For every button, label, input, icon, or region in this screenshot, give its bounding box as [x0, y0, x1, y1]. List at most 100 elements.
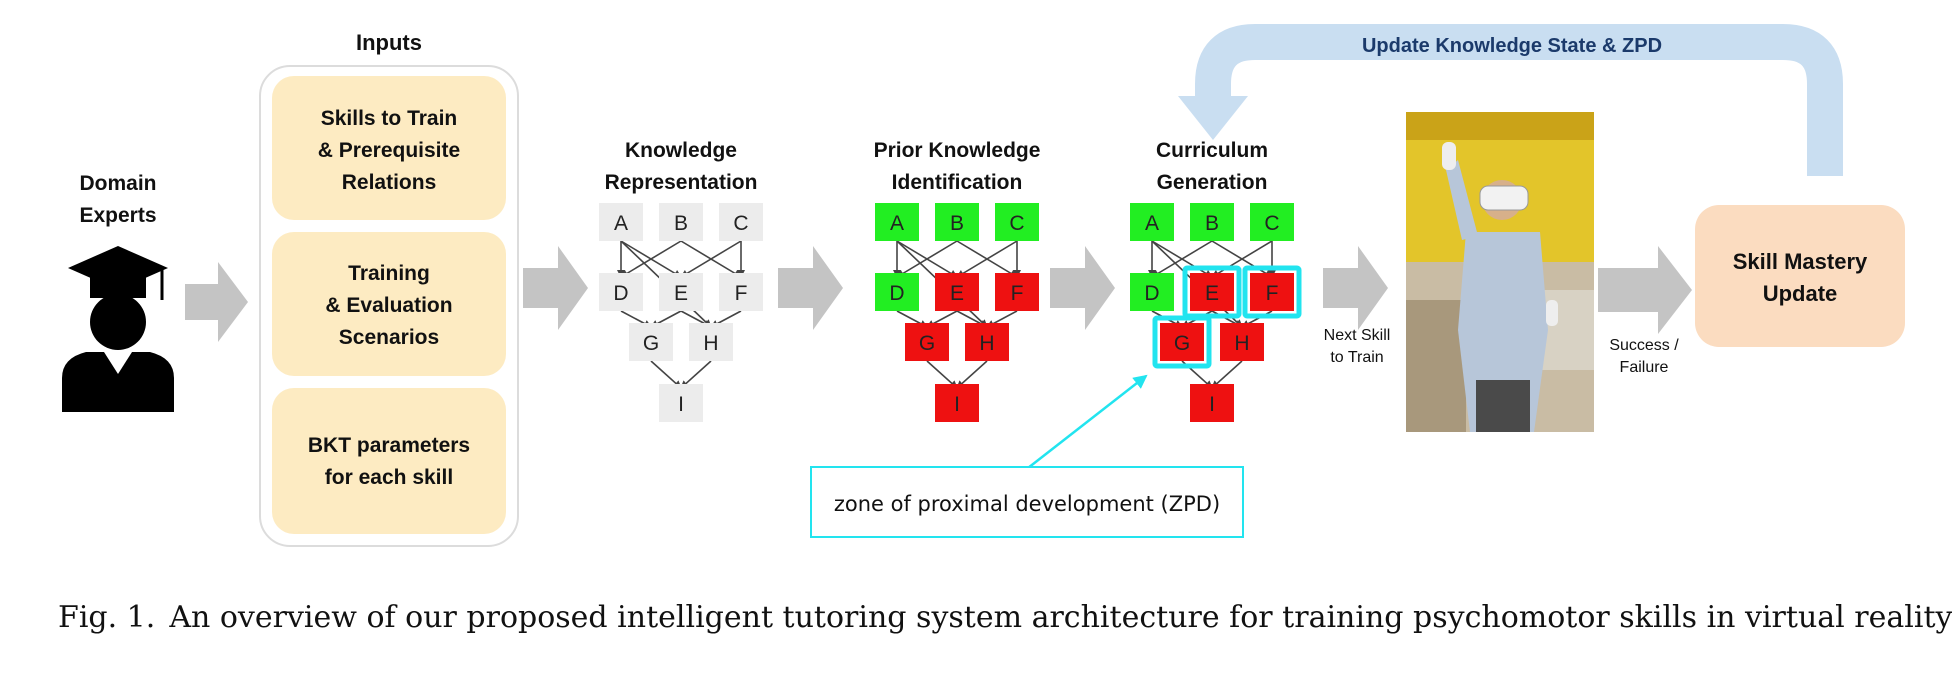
- curriculum-title-line1: Curriculum: [1156, 139, 1268, 162]
- vr-controller-right: [1546, 300, 1558, 326]
- skill-node-c: [995, 203, 1039, 241]
- skill-node-label-h: H: [1234, 332, 1249, 355]
- next-skill-label-line2: to Train: [1330, 349, 1383, 366]
- skill-node-label-h: H: [703, 332, 718, 355]
- prerequisite-edge: [680, 360, 712, 389]
- skill-node-label-c: C: [1264, 212, 1279, 235]
- input-box-bkt: [272, 388, 506, 534]
- input-bkt-line1: BKT parameters: [308, 434, 470, 457]
- skill-node-e: [935, 273, 979, 311]
- skill-node-label-c: C: [1009, 212, 1024, 235]
- arrow-experts-to-inputs: [185, 262, 248, 342]
- feedback-loop-arrow: Update Knowledge State & ZPD: [1178, 24, 1843, 176]
- skill-node-b: [659, 203, 703, 241]
- skill-node-i: [659, 384, 703, 422]
- caption-text: An overview of our proposed intelligent …: [169, 600, 1952, 635]
- next-skill-label-line1: Next Skill: [1324, 327, 1391, 344]
- skill-node-b: [1190, 203, 1234, 241]
- curriculum-title-line2: Generation: [1157, 171, 1268, 194]
- skill-node-label-d: D: [613, 282, 628, 305]
- skill-node-e: [1190, 273, 1234, 311]
- skill-node-label-a: A: [890, 212, 904, 235]
- prerequisite-edge: [650, 360, 682, 389]
- skill-node-h: [1220, 323, 1264, 361]
- zpd-label: zone of proximal development (ZPD): [834, 492, 1220, 516]
- skill-node-f: [719, 273, 763, 311]
- vr-controller-left: [1442, 142, 1456, 170]
- skill-node-g: [1160, 323, 1204, 361]
- skill-node-label-e: E: [950, 282, 964, 305]
- input-skills-line1: Skills to Train: [321, 107, 458, 130]
- prerequisite-edge: [1211, 240, 1273, 278]
- skill-node-d: [1130, 273, 1174, 311]
- skill-node-c: [1250, 203, 1294, 241]
- prerequisite-edge: [1211, 360, 1243, 389]
- skill-node-label-g: G: [643, 332, 659, 355]
- skill-node-label-d: D: [1144, 282, 1159, 305]
- arrow-vr-to-mastery: [1598, 246, 1692, 334]
- skill-node-d: [875, 273, 919, 311]
- skill-node-label-f: F: [1266, 282, 1279, 305]
- skill-node-label-h: H: [979, 332, 994, 355]
- prerequisite-edge: [926, 360, 958, 389]
- mastery-label-line2: Update: [1763, 281, 1838, 306]
- skill-node-d: [599, 273, 643, 311]
- skill-node-label-e: E: [674, 282, 688, 305]
- figure-caption: Fig. 1. An overview of our proposed intel…: [58, 600, 1952, 635]
- skill-node-g: [629, 323, 673, 361]
- prior-knowledge-title-line1: Prior Knowledge: [874, 139, 1041, 162]
- prerequisite-edge: [896, 240, 958, 278]
- arrow-curriculum-to-vr: [1323, 246, 1388, 330]
- success-label-line1: Success /: [1609, 337, 1679, 354]
- skill-node-label-e: E: [1205, 282, 1219, 305]
- skill-node-label-a: A: [614, 212, 628, 235]
- input-skills-line3: Relations: [342, 171, 437, 194]
- skill-node-label-i: I: [678, 393, 684, 416]
- skill-node-h: [965, 323, 1009, 361]
- skill-node-label-f: F: [1011, 282, 1024, 305]
- caption-fig-number: Fig. 1.: [58, 600, 156, 635]
- skill-node-label-d: D: [889, 282, 904, 305]
- zpd-highlight-f: [1242, 265, 1302, 319]
- inputs-title: Inputs: [356, 30, 422, 55]
- prerequisite-edge: [1151, 240, 1213, 278]
- input-box-skills: [272, 76, 506, 220]
- prior-knowledge-graph: A B C D E F G H I: [875, 203, 1039, 422]
- vr-headset-icon: [1479, 185, 1529, 211]
- zpd-pointer-arrow: [1027, 374, 1148, 469]
- zpd-annotation: zone of proximal development (ZPD): [810, 374, 1244, 538]
- feedback-label: Update Knowledge State & ZPD: [1362, 35, 1662, 57]
- skill-node-h: [689, 323, 733, 361]
- success-label-line2: Failure: [1620, 359, 1669, 376]
- prerequisite-edge: [956, 240, 1018, 278]
- skill-mastery-update: Skill Mastery Update: [1695, 205, 1905, 347]
- knowledge-representation-title-line2: Representation: [605, 171, 758, 194]
- prerequisite-edge: [620, 240, 682, 278]
- skill-node-label-a: A: [1145, 212, 1159, 235]
- skill-node-c: [719, 203, 763, 241]
- skill-node-a: [875, 203, 919, 241]
- arrow-representation-to-prior: [778, 246, 843, 330]
- input-skills-line2: & Prerequisite: [318, 139, 460, 162]
- skill-node-label-b: B: [674, 212, 688, 235]
- skill-node-i: [935, 384, 979, 422]
- mastery-label-line1: Skill Mastery: [1733, 249, 1868, 274]
- skill-node-f: [995, 273, 1039, 311]
- skill-node-a: [1130, 203, 1174, 241]
- knowledge-representation-title-line1: Knowledge: [625, 139, 737, 162]
- zpd-highlight-g: [1152, 315, 1212, 369]
- skill-node-label-i: I: [1209, 393, 1215, 416]
- input-scenarios-line1: Training: [348, 262, 430, 285]
- person-legs: [1476, 380, 1530, 432]
- skill-node-e: [659, 273, 703, 311]
- skill-node-label-b: B: [950, 212, 964, 235]
- skill-node-label-i: I: [954, 393, 960, 416]
- inputs-panel: Inputs Skills to Train & Prerequisite Re…: [259, 30, 519, 547]
- prerequisite-edge: [680, 240, 742, 278]
- skill-node-label-g: G: [919, 332, 935, 355]
- skill-node-label-g: G: [1174, 332, 1190, 355]
- domain-experts-label-line1: Domain: [79, 172, 156, 195]
